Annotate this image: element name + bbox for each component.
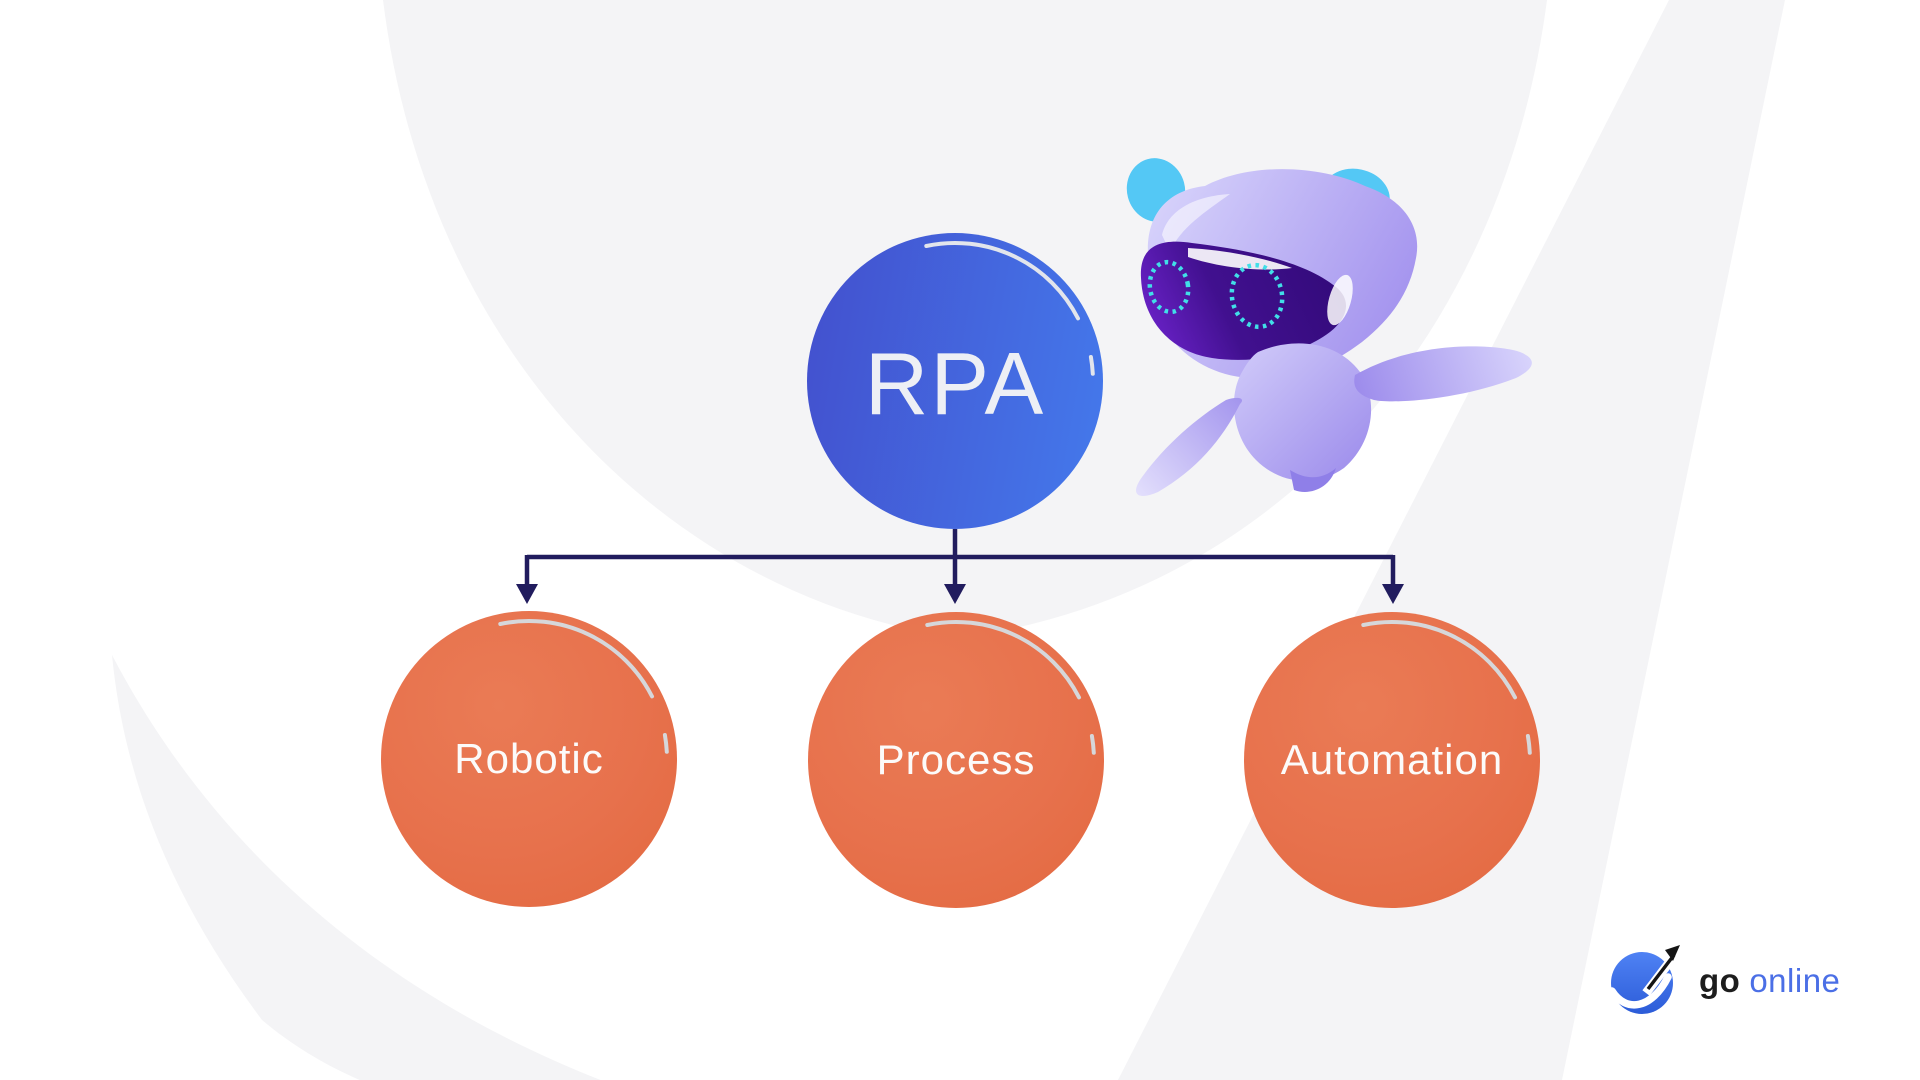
- highlight-arc: [924, 240, 1095, 376]
- highlight-arc: [1361, 619, 1532, 755]
- node-rpa-label: RPA: [864, 334, 1046, 433]
- go-online-logo[interactable]: go online: [1590, 930, 1860, 1030]
- robot-left-eye: [1147, 259, 1191, 315]
- robot-mascot-icon: [1126, 158, 1532, 496]
- logo-arrow-shaft: [1646, 953, 1676, 990]
- background-diagonal-band: [1118, 0, 1785, 1080]
- logo-text-online: online: [1749, 961, 1841, 999]
- logo-ball: [1611, 951, 1673, 1014]
- highlight-arc: [498, 618, 669, 754]
- node-rpa: RPA: [807, 233, 1103, 529]
- node-process: Process: [808, 612, 1104, 908]
- node-process-label: Process: [876, 736, 1036, 783]
- node-automation: Automation: [1244, 612, 1540, 908]
- robot-left-ear: [1126, 158, 1186, 222]
- down-arrowhead-icon: [516, 584, 538, 604]
- node-robotic-label: Robotic: [454, 735, 604, 782]
- down-arrowhead-icon: [1382, 584, 1404, 604]
- robot-right-wing: [1354, 346, 1532, 402]
- robot-head-gloss: [1162, 194, 1230, 252]
- go-online-logo-mark-icon: [1608, 944, 1682, 1014]
- logo-arrowhead-icon: [1665, 944, 1680, 961]
- logo-check-swoosh: [1608, 972, 1672, 1009]
- robot-visor-shine: [1188, 248, 1292, 270]
- node-automation-label: Automation: [1280, 736, 1504, 783]
- connector-arrowheads: [516, 584, 1404, 604]
- robot-cheek-glint: [1327, 274, 1353, 326]
- robot-right-eye: [1229, 262, 1285, 330]
- logo-text-go: go: [1699, 961, 1741, 999]
- highlight-arc: [925, 619, 1096, 755]
- robot-right-ear: [1322, 168, 1390, 224]
- robot-head: [1147, 169, 1418, 379]
- robot-visor: [1140, 241, 1347, 360]
- down-arrowhead-icon: [944, 584, 966, 604]
- node-robotic: Robotic: [381, 611, 677, 907]
- robot-left-fin: [1136, 397, 1243, 496]
- robot-tail-fin: [1290, 468, 1336, 492]
- robot-body: [1233, 343, 1372, 481]
- connector-lines: [524, 529, 1396, 586]
